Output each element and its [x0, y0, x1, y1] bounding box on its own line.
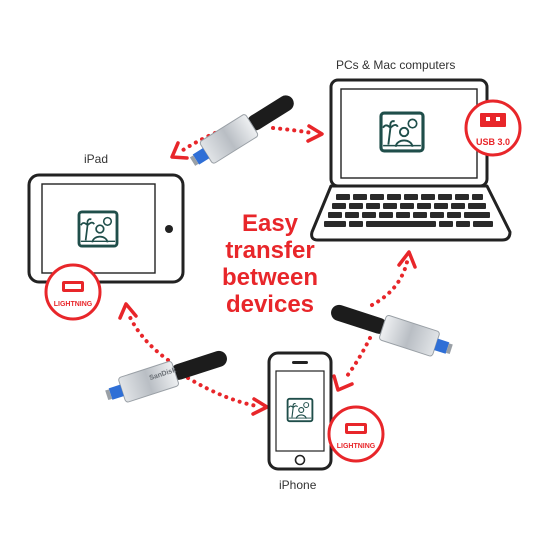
lightning-badge-iphone: LIGHTNING: [327, 405, 385, 463]
usb-drive-icon: [331, 304, 453, 357]
headline-line: devices: [225, 291, 315, 318]
photo-icon: [286, 397, 314, 423]
lightning-badge-ipad-label: LIGHTNING: [54, 301, 93, 308]
laptop-keyboard: [324, 194, 493, 227]
usb-port-icon: [480, 113, 506, 127]
usb-3-badge: USB 3.0: [464, 99, 522, 157]
mac-label: PCs & Mac computers: [336, 58, 456, 72]
arrow-drive-to-mac-lower: [370, 250, 417, 307]
usb-drive-icon: [189, 95, 294, 166]
photo-icon: [379, 111, 425, 153]
lightning-port-icon: [62, 281, 84, 292]
ipad-device: [27, 173, 185, 284]
iphone-label: iPhone: [279, 478, 317, 492]
usb-badge-label: USB 3.0: [476, 137, 510, 147]
headline: Easy transfer between devices: [200, 210, 340, 318]
headline-line: between: [221, 264, 319, 291]
arrow-drive-to-ipad: [170, 131, 217, 160]
headline-line: Easy: [241, 210, 299, 237]
arrow-drive-to-iphone-right: [332, 336, 372, 392]
photo-icon: [77, 210, 119, 248]
usb-drive-icon: SanDisk: [105, 350, 227, 403]
iphone-device: [267, 351, 333, 471]
arrow-drive-to-ipad-lower: [118, 302, 170, 362]
lightning-port-icon: [345, 423, 367, 434]
ipad-label: iPad: [84, 152, 109, 166]
arrow-drive-to-iphone: [186, 376, 269, 416]
lightning-badge-iphone-label: LIGHTNING: [337, 443, 376, 450]
arrow-drive-to-mac: [271, 124, 324, 143]
headline-line: transfer: [225, 237, 315, 264]
lightning-badge-ipad: LIGHTNING: [44, 263, 102, 321]
laptop-device: [310, 78, 512, 242]
